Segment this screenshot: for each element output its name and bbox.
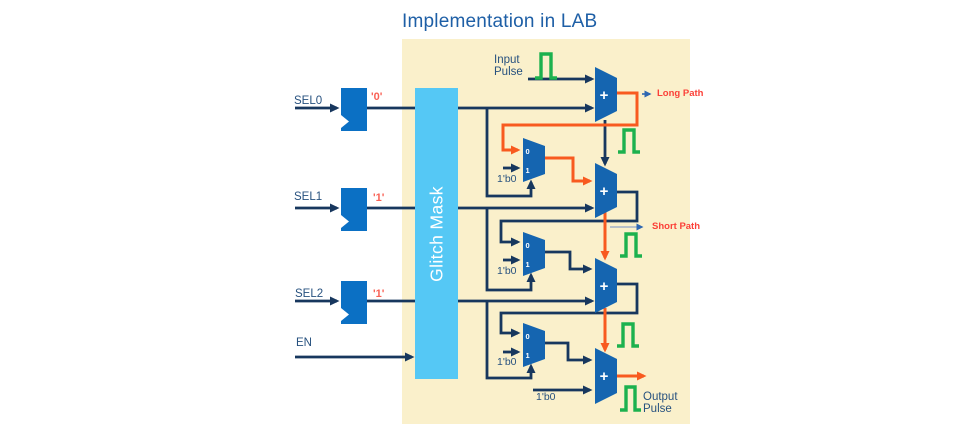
wire-mux2-feedback	[499, 190, 639, 247]
ff-sel2	[341, 281, 367, 324]
small-mux1-port1: 1	[526, 166, 530, 175]
sel0-value: '0'	[371, 91, 383, 103]
input-pulse-label: Input Pulse	[494, 54, 523, 78]
navy-wires	[295, 74, 639, 395]
wire-mux1-feedback-orange	[501, 91, 639, 155]
ff-sel0-clock-notch-icon	[341, 115, 349, 128]
small-mux3-port1: 1	[526, 351, 530, 360]
wire-smux1-out-orange	[543, 156, 593, 186]
smux2-const-label: 1'b0	[497, 265, 517, 277]
small-mux1-port0: 0	[526, 147, 530, 156]
small-mux2-port0: 0	[526, 241, 530, 250]
mux-stage3-plus: +	[600, 278, 609, 295]
smux1-const-label: 1'b0	[497, 173, 517, 185]
output-pulse-label-line1: Output	[643, 391, 678, 403]
sel1-value: '1'	[373, 192, 385, 204]
wire-mux3-feedback	[499, 282, 639, 338]
ff-sel1	[341, 188, 367, 231]
pulse-icon-stage2	[620, 232, 642, 258]
sel2-label: SEL2	[295, 288, 324, 300]
pulse-icon-stage3	[617, 322, 639, 348]
sel2-value: '1'	[373, 288, 385, 300]
mux-stage2	[595, 163, 617, 218]
small-mux3	[523, 323, 545, 367]
mux-stage4-plus: +	[600, 368, 609, 385]
sel1-label: SEL1	[294, 191, 323, 203]
glitch-mask-block: Glitch Mask	[415, 88, 458, 379]
wire-sel1-select-branch	[485, 208, 536, 292]
short-path-label: Short Path	[652, 221, 701, 232]
small-mux2	[523, 232, 545, 276]
small-mux2-port1: 1	[526, 260, 530, 269]
wire-sel0-select-branch	[485, 108, 536, 198]
mux-stage3	[595, 258, 617, 313]
long-path-label: Long Path	[657, 88, 704, 99]
glitch-mask-label: Glitch Mask	[426, 185, 446, 282]
sel0-label: SEL0	[294, 95, 323, 107]
output-pulse-label: Output Pulse	[643, 391, 678, 415]
orange-wires	[501, 91, 647, 381]
input-pulse-label-line2: Pulse	[494, 66, 523, 78]
small-mux3-port0: 0	[526, 332, 530, 341]
mux-stage4	[595, 348, 617, 404]
input-pulse-label-line1: Input	[494, 54, 520, 66]
ff-sel2-clock-notch-icon	[341, 308, 349, 321]
en-label: EN	[296, 337, 312, 349]
output-pulse-icon	[620, 385, 641, 412]
mux-stage2-plus: +	[600, 183, 609, 200]
ff-sel1-clock-notch-icon	[341, 215, 349, 228]
mux-stage1-plus: +	[600, 87, 609, 104]
output-pulse-label-line2: Pulse	[643, 403, 672, 415]
mux4-const-label: 1'b0	[536, 391, 556, 403]
small-mux1	[523, 138, 545, 182]
wire-smux3-out	[543, 341, 593, 365]
wire-sel2-select-branch	[485, 301, 536, 380]
ff-sel0	[341, 88, 367, 131]
mux-stage1	[595, 67, 617, 122]
wire-smux2-out	[543, 250, 593, 274]
diagram-title: Implementation in LAB	[402, 11, 598, 32]
pulse-icon-stage1	[618, 128, 640, 154]
input-pulse-icon	[535, 52, 557, 80]
smux3-const-label: 1'b0	[497, 356, 517, 368]
